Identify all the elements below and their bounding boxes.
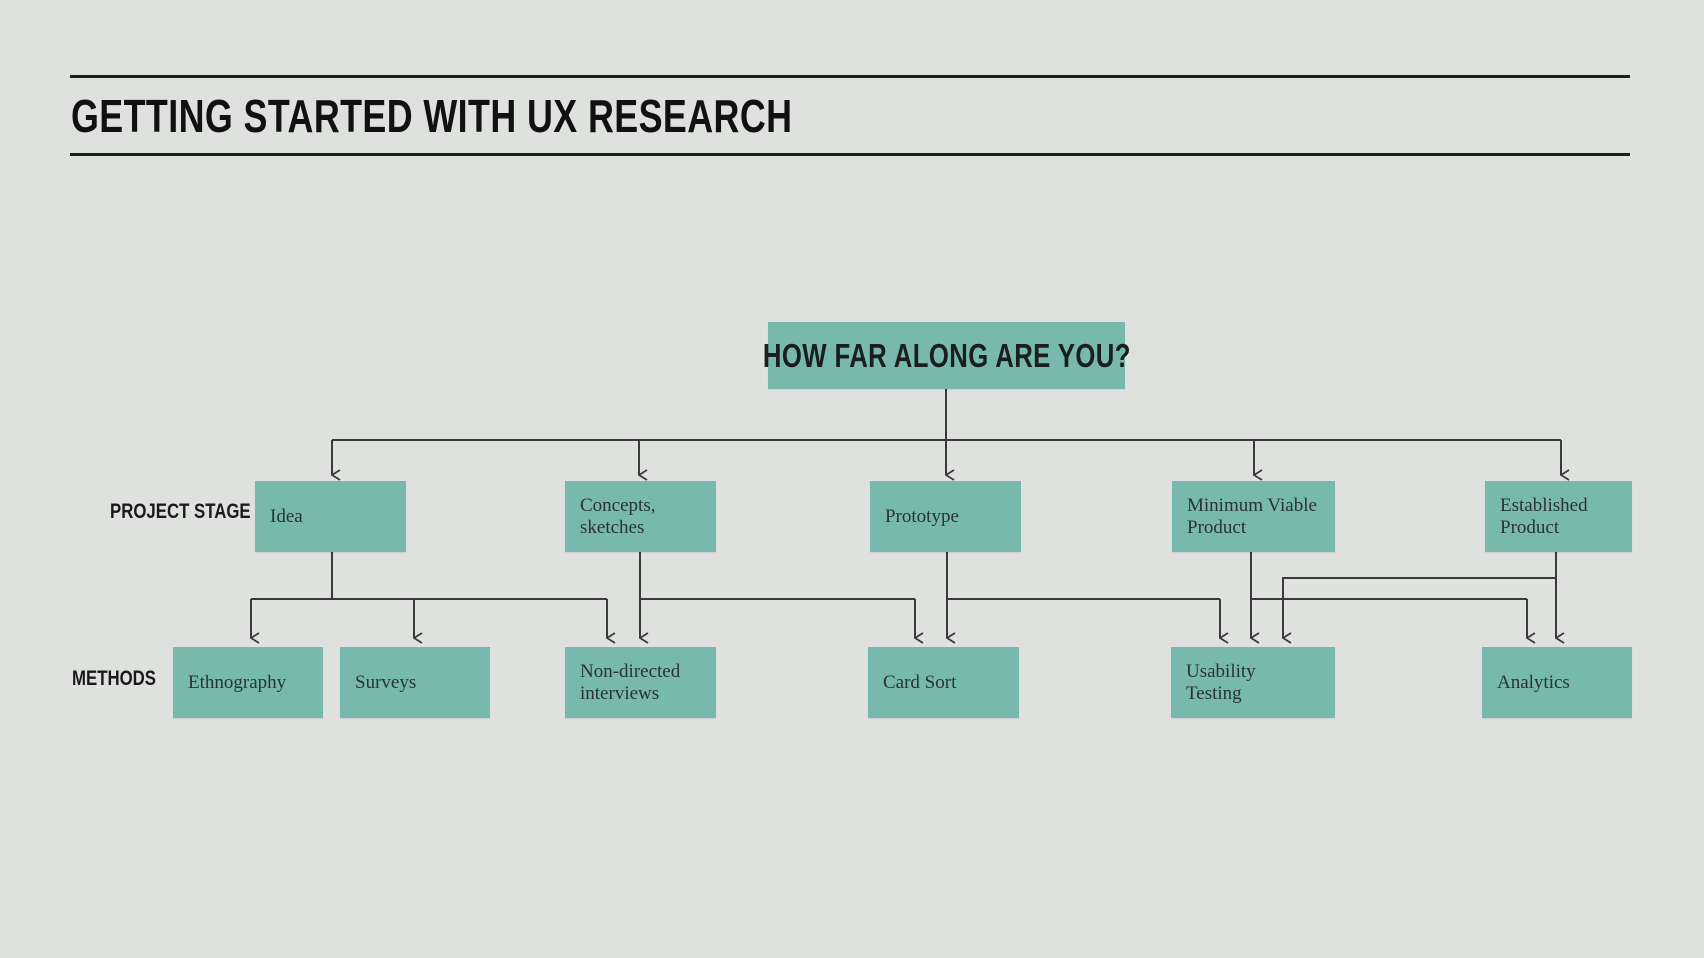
method-label: Analytics: [1497, 671, 1570, 693]
methods-label: METHODS: [72, 667, 156, 690]
method-box-ethnography: Ethnography: [173, 647, 323, 718]
title-rule-bottom: [70, 153, 1630, 156]
question-box: HOW FAR ALONG ARE YOU?: [763, 322, 1130, 389]
stage-label: Concepts, sketches: [580, 494, 656, 538]
method-box-analytics: Analytics: [1482, 647, 1632, 718]
title-rule-top: [70, 75, 1630, 78]
stage-box-concepts: Concepts, sketches: [565, 481, 716, 552]
method-box-usability: Usability Testing: [1171, 647, 1335, 718]
method-label: Surveys: [355, 671, 417, 693]
connector-established-bus: [1282, 577, 1556, 638]
stage-box-established: Established Product: [1485, 481, 1632, 552]
stage-label: Established Product: [1500, 494, 1588, 538]
stage-box-prototype: Prototype: [870, 481, 1021, 552]
stage-label: Prototype: [885, 505, 959, 527]
stage-label: Idea: [270, 505, 303, 527]
method-box-cardsort: Card Sort: [868, 647, 1019, 718]
stage-box-mvp: Minimum Viable Product: [1172, 481, 1335, 552]
project-stage-label: PROJECT STAGE: [110, 500, 251, 523]
method-label: Usability Testing: [1186, 660, 1256, 704]
stage-box-idea: Idea: [255, 481, 406, 552]
stage-label: Minimum Viable Product: [1187, 494, 1317, 538]
method-label: Card Sort: [883, 671, 957, 693]
method-label: Non-directed interviews: [580, 660, 681, 704]
question-text: HOW FAR ALONG ARE YOU?: [762, 336, 1131, 374]
slide-title: GETTING STARTED WITH UX RESEARCH: [71, 90, 793, 142]
method-label: Ethnography: [188, 671, 287, 693]
method-box-surveys: Surveys: [340, 647, 490, 718]
method-box-interviews: Non-directed interviews: [565, 647, 716, 718]
